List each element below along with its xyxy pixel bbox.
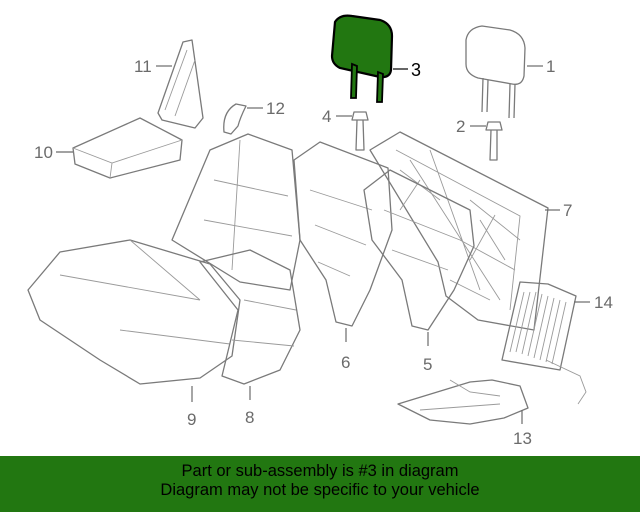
svg-text:7: 7 [563,201,572,220]
svg-text:12: 12 [266,99,285,118]
part-1-headrest [465,25,526,119]
callout-7: 7 [545,201,572,220]
part-4-guide [351,111,369,151]
svg-text:10: 10 [34,143,53,162]
left-backrest [171,133,301,291]
banner-line-2: Diagram may not be specific to your vehi… [160,481,480,499]
svg-text:3: 3 [411,60,421,80]
part-10-block [72,117,183,179]
svg-text:13: 13 [513,429,532,448]
svg-text:8: 8 [245,408,254,427]
callout-14: 14 [574,293,613,312]
banner-line-1: Part or sub-assembly is #3 in diagram [181,462,459,480]
parts-diagram: 1 2 3 4 5 6 7 8 9 10 11 12 [27,14,613,448]
svg-text:9: 9 [187,410,196,429]
callout-13: 13 [513,410,532,448]
callout-4: 4 [322,107,352,126]
part-13-mat [397,379,529,425]
svg-text:4: 4 [322,107,331,126]
part-14-panel [501,281,587,405]
part-12-clip [223,103,247,135]
part-5-backrest [363,169,475,331]
callout-11: 11 [134,57,172,76]
part-2-guide [485,121,503,161]
svg-text:6: 6 [341,353,350,372]
svg-text:1: 1 [546,57,555,76]
svg-text:11: 11 [134,57,152,76]
svg-text:14: 14 [594,293,613,312]
part-6-backrest [293,141,393,327]
svg-text:2: 2 [456,117,465,136]
part-9-cushion [27,239,241,385]
part-3-headrest [330,14,394,103]
callout-9: 9 [187,386,196,429]
callout-1: 1 [527,57,555,76]
part-8-cushion [199,249,301,385]
callout-2: 2 [456,117,486,136]
part-11-panel [157,39,204,129]
callout-10: 10 [34,143,73,162]
callout-5: 5 [423,332,432,374]
callout-8: 8 [245,386,254,427]
part-7-frame [369,131,549,331]
callout-6: 6 [341,328,350,372]
callout-12: 12 [247,99,285,118]
info-banner: Part or sub-assembly is #3 in diagram Di… [0,456,640,512]
svg-text:5: 5 [423,355,432,374]
callout-3: 3 [393,60,421,80]
